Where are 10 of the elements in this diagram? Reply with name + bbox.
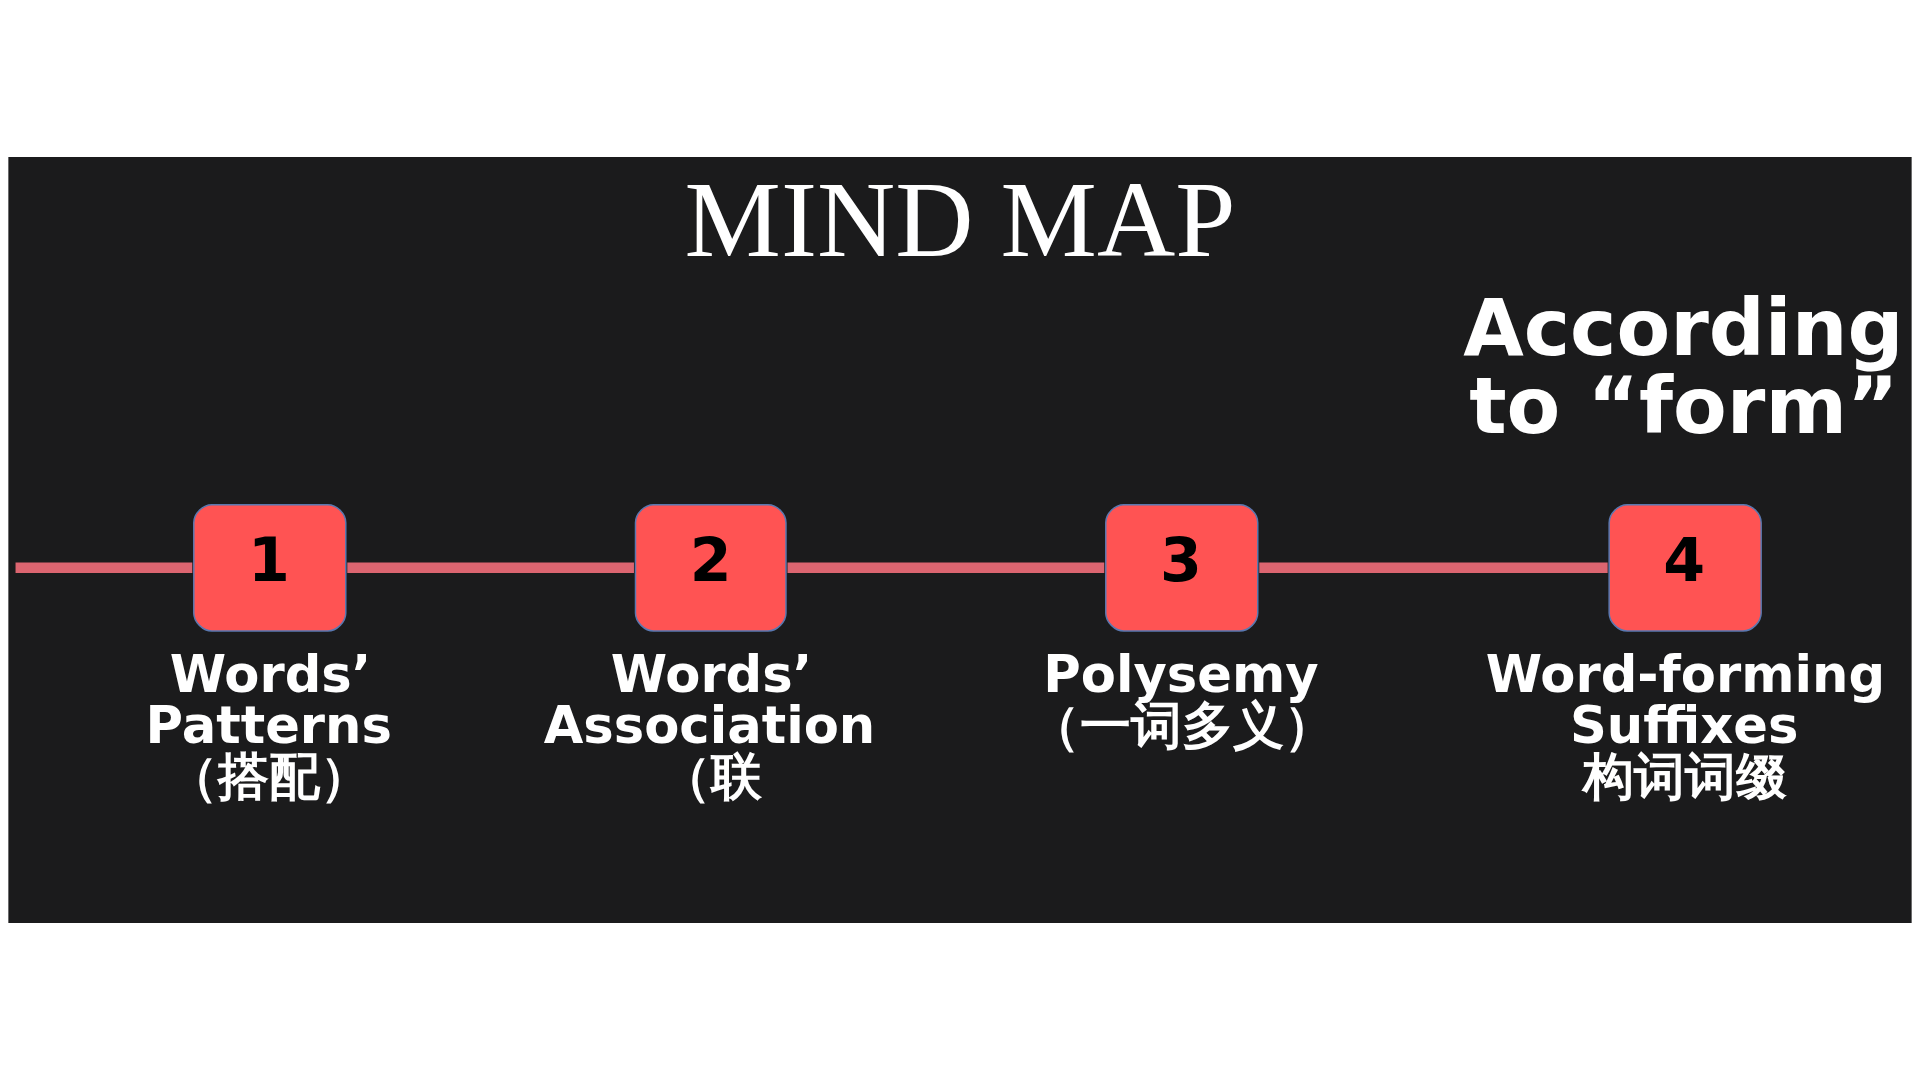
label: According to “form” xyxy=(1463,282,1904,452)
node-label: Word-forming Suffixes 构词词缀 xyxy=(1485,644,1886,806)
connector xyxy=(787,562,1105,574)
node-label: Polysemy （一词多义） xyxy=(1029,644,1336,755)
diagram-title: MIND MAP xyxy=(684,158,1236,279)
connector xyxy=(15,562,193,574)
connector xyxy=(347,562,634,574)
node-label: Words’ Association （联 xyxy=(543,644,876,806)
connector xyxy=(1259,562,1608,574)
node-label: Words’ Patterns （搭配） xyxy=(145,644,392,806)
